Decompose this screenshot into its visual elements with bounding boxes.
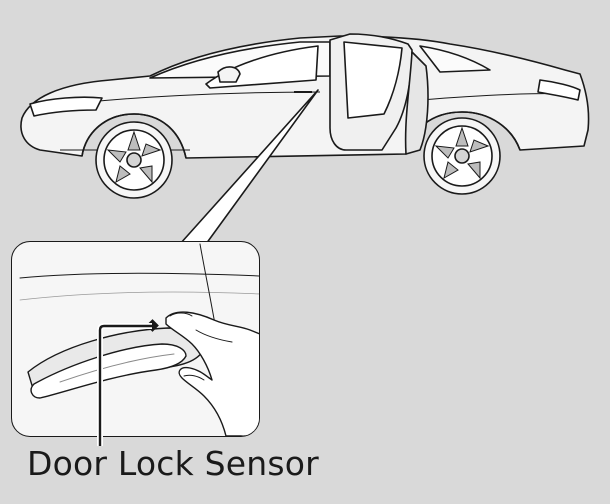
front-wheel <box>95 121 173 199</box>
open-rear-door <box>329 33 429 155</box>
rear-wheel <box>423 117 501 195</box>
door-lock-sensor-label: Door Lock Sensor <box>27 444 319 483</box>
door-handle-closeup <box>11 241 260 437</box>
